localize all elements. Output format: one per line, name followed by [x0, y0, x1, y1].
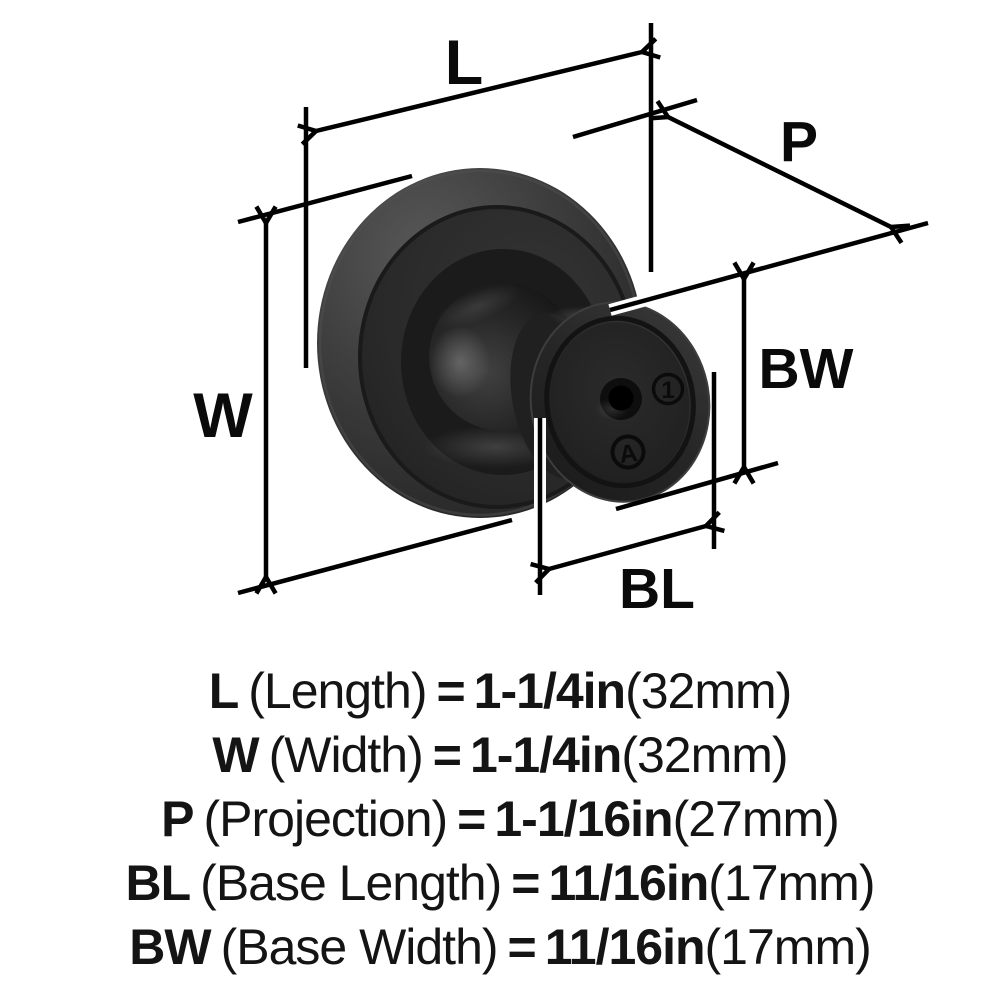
dim-label-length: L [445, 28, 483, 98]
spec-symbol: P [161, 791, 194, 847]
spec-name: (Length) [248, 663, 427, 719]
ext-width-bottom [237, 517, 513, 596]
spec-metric: (32mm) [625, 663, 792, 719]
dimension-lines [237, 23, 930, 596]
tick-base-width-bottom [615, 460, 779, 512]
spec-metric: (32mm) [621, 727, 788, 783]
spec-symbol: BW [129, 919, 211, 975]
dim-arrow-projection [668, 117, 891, 227]
dim-label-base-length: BL [619, 557, 695, 621]
spec-value: 11/16in [548, 855, 709, 911]
spec-equals: = [436, 663, 465, 719]
stamp-number-circle [651, 372, 685, 406]
spec-symbol: BL [125, 855, 192, 911]
spec-symbol: W [212, 727, 259, 783]
dim-label-projection: P [780, 110, 818, 174]
spec-name: (Width) [268, 727, 424, 783]
spec-row-projection: P(Projection)=1-1/16in(27mm) [0, 787, 1000, 851]
ext-projection [609, 220, 929, 313]
spec-metric: (17mm) [704, 919, 872, 975]
dimension-spec-list: L(Length)=1-1/4in(32mm) W(Width)=1-1/4in… [0, 659, 1000, 979]
spec-equals: = [432, 727, 462, 783]
spec-equals: = [457, 791, 486, 847]
spec-equals: = [511, 855, 540, 911]
knob-ball-highlight [430, 326, 490, 398]
spec-symbol: L [208, 663, 240, 719]
stamp-logo-circle [610, 434, 646, 470]
spec-value: 1-1/16in [494, 791, 673, 847]
spec-row-base-length: BL(Base Length)=11/16in(17mm) [0, 851, 1000, 915]
stamp-logo: A [617, 439, 639, 469]
base-plate-groove [544, 315, 696, 489]
spec-equals: = [507, 919, 537, 975]
knob-illustration: 1 A [317, 168, 711, 518]
tick-projection-top [572, 97, 698, 140]
knob-diagram-canvas: 1 A [193, 23, 930, 621]
spec-row-length: L(Length)=1-1/4in(32mm) [0, 659, 1000, 723]
spec-name: (Base Width) [220, 919, 499, 975]
dim-label-base-width: BW [759, 337, 854, 401]
spec-row-width: W(Width)=1-1/4in(32mm) [0, 723, 1000, 787]
stamp-number: 1 [661, 377, 674, 404]
spec-metric: (17mm) [708, 855, 875, 911]
spec-metric: (27mm) [672, 791, 840, 847]
dim-arrow-base-length [549, 526, 706, 569]
spec-name: (Base Length) [200, 855, 502, 911]
spec-value: 11/16in [544, 919, 706, 975]
screw-hole [608, 385, 634, 411]
spec-name: (Projection) [203, 791, 449, 847]
stamp-logo-badge: A [610, 434, 646, 470]
stamp-number-badge: 1 [651, 372, 685, 406]
dim-label-width: W [193, 381, 253, 451]
spec-row-base-width: BW(Base Width)=11/16in(17mm) [0, 915, 1000, 979]
knob-ball-rim-light [434, 283, 522, 329]
dim-arrow-length [316, 52, 642, 131]
spec-value: 1-1/4in [473, 663, 626, 719]
spec-value: 1-1/4in [469, 727, 622, 783]
